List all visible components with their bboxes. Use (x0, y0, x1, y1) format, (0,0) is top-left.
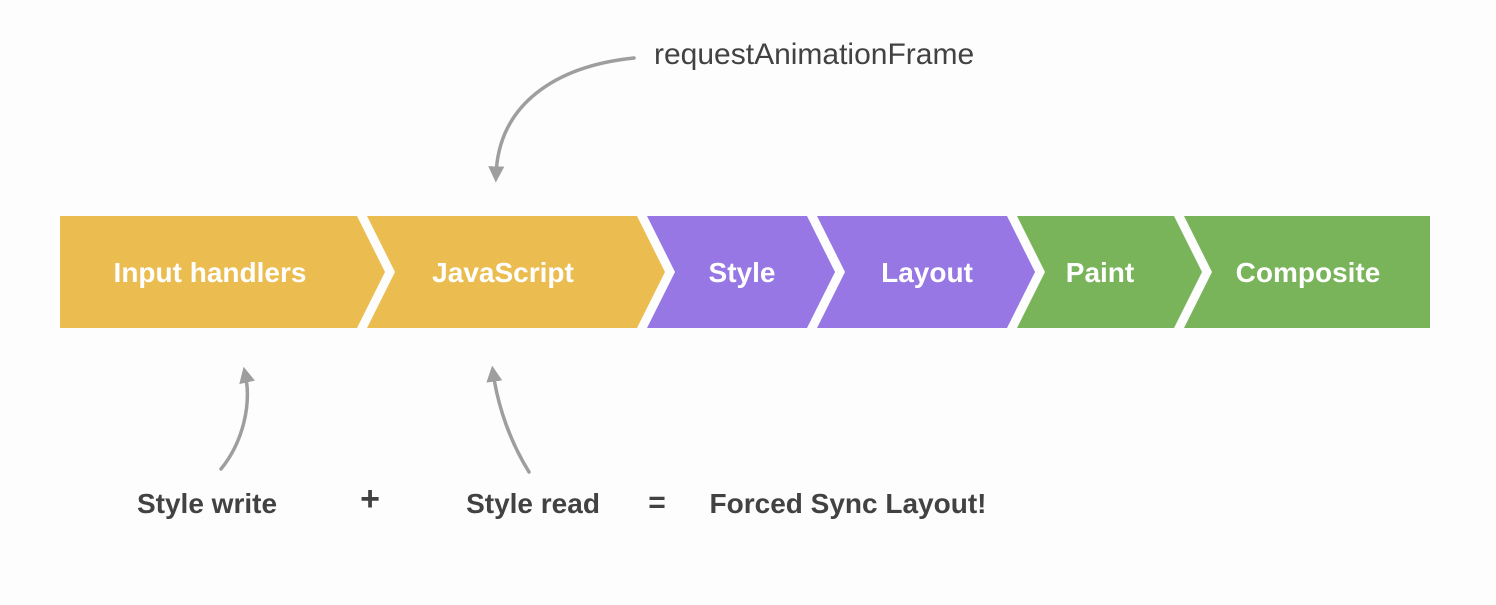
style-write-arrow (219, 366, 255, 471)
pipeline-banner: Input handlers JavaScript Style Layout P… (60, 216, 1430, 328)
stage-input-handlers-chevron (60, 216, 385, 328)
style-read-arrow (486, 365, 531, 474)
stage-label-javascript: JavaScript (432, 257, 574, 288)
stage-label-composite: Composite (1236, 257, 1381, 288)
raf-arrow (488, 56, 636, 183)
style-read-label: Style read (466, 488, 600, 519)
stage-composite-chevron (1184, 216, 1430, 328)
stage-layout-chevron (817, 216, 1035, 328)
stage-label-input-handlers: Input handlers (114, 257, 307, 288)
stage-style-chevron (647, 216, 835, 328)
style-write-label: Style write (136, 488, 278, 519)
stage-label-layout: Layout (881, 257, 973, 288)
stage-paint-chevron (1017, 216, 1202, 328)
stage-label-paint: Paint (1066, 257, 1134, 288)
stage-label-style: Style (709, 257, 776, 288)
raf-label: requestAnimationFrame (654, 38, 975, 71)
equals-sign: = (648, 486, 666, 519)
plus-sign: + (360, 480, 380, 518)
forced-sync-layout-label: Forced Sync Layout! (709, 488, 987, 519)
stage-javascript-chevron (367, 216, 665, 328)
